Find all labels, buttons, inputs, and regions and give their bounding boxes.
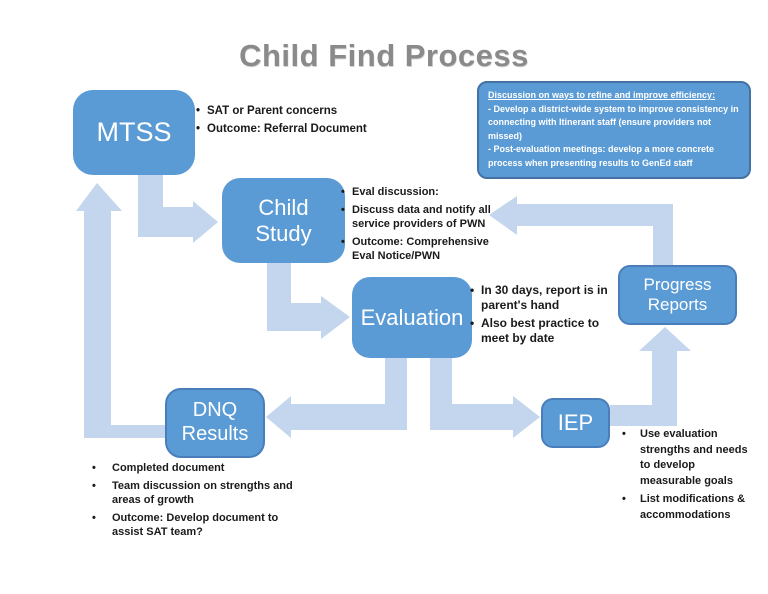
node-evaluation-label: Evaluation <box>360 304 464 330</box>
connector-evaluation-to-dnq <box>266 358 407 438</box>
connector-iep-to-progress <box>610 327 691 426</box>
note-item: List modifications & accommodations <box>622 492 756 523</box>
node-dnq-results-label: DNQ Results <box>181 399 249 445</box>
efficiency-discussion-callout: Discussion on ways to refine and improve… <box>477 81 751 179</box>
mtss-notes: SAT or Parent concerns Outcome: Referral… <box>196 104 421 140</box>
node-iep: IEP <box>541 398 610 448</box>
note-item: Team discussion on strengths and areas o… <box>92 479 310 508</box>
connector-dnq-to-mtss <box>76 183 165 438</box>
page-title: Child Find Process <box>239 38 529 73</box>
callout-heading: Discussion on ways to refine and improve… <box>488 90 716 100</box>
note-item: Use evaluation strengths and needs to de… <box>622 427 756 489</box>
node-dnq-results: DNQ Results <box>165 388 265 458</box>
iep-notes: Use evaluation strengths and needs to de… <box>622 427 756 526</box>
connector-mtss-to-child-study <box>138 175 218 243</box>
note-item: Outcome: Develop document to assist SAT … <box>92 511 310 540</box>
node-evaluation: Evaluation <box>352 277 472 358</box>
note-item: Completed document <box>92 461 310 476</box>
child-study-notes: Eval discussion: Discuss data and notify… <box>341 185 493 267</box>
node-iep-label: IEP <box>557 410 594 436</box>
note-item: Discuss data and notify all service prov… <box>341 203 493 232</box>
note-item: Eval discussion: <box>341 185 493 200</box>
note-item: Outcome: Referral Document <box>196 122 421 137</box>
node-mtss-label: MTSS <box>96 116 172 147</box>
node-mtss: MTSS <box>73 90 195 175</box>
node-child-study: Child Study <box>222 178 345 263</box>
dnq-results-notes: Completed document Team discussion on st… <box>92 461 310 543</box>
note-item: SAT or Parent concerns <box>196 104 421 119</box>
note-item: Outcome: Comprehensive Eval Notice/PWN <box>341 235 493 264</box>
callout-body: - Develop a district-wide system to impr… <box>488 103 739 168</box>
connector-evaluation-to-iep <box>430 358 540 438</box>
connector-child-study-to-evaluation <box>267 263 350 339</box>
node-progress-reports-label: Progress Reports <box>643 274 712 314</box>
evaluation-notes: In 30 days, report is in parent's hand A… <box>470 283 620 349</box>
node-child-study-label: Child Study <box>255 194 312 246</box>
note-item: Also best practice to meet by date <box>470 316 620 346</box>
note-item: In 30 days, report is in parent's hand <box>470 283 620 313</box>
node-progress-reports: Progress Reports <box>618 265 737 325</box>
connector-progress-to-child-study <box>489 196 673 265</box>
